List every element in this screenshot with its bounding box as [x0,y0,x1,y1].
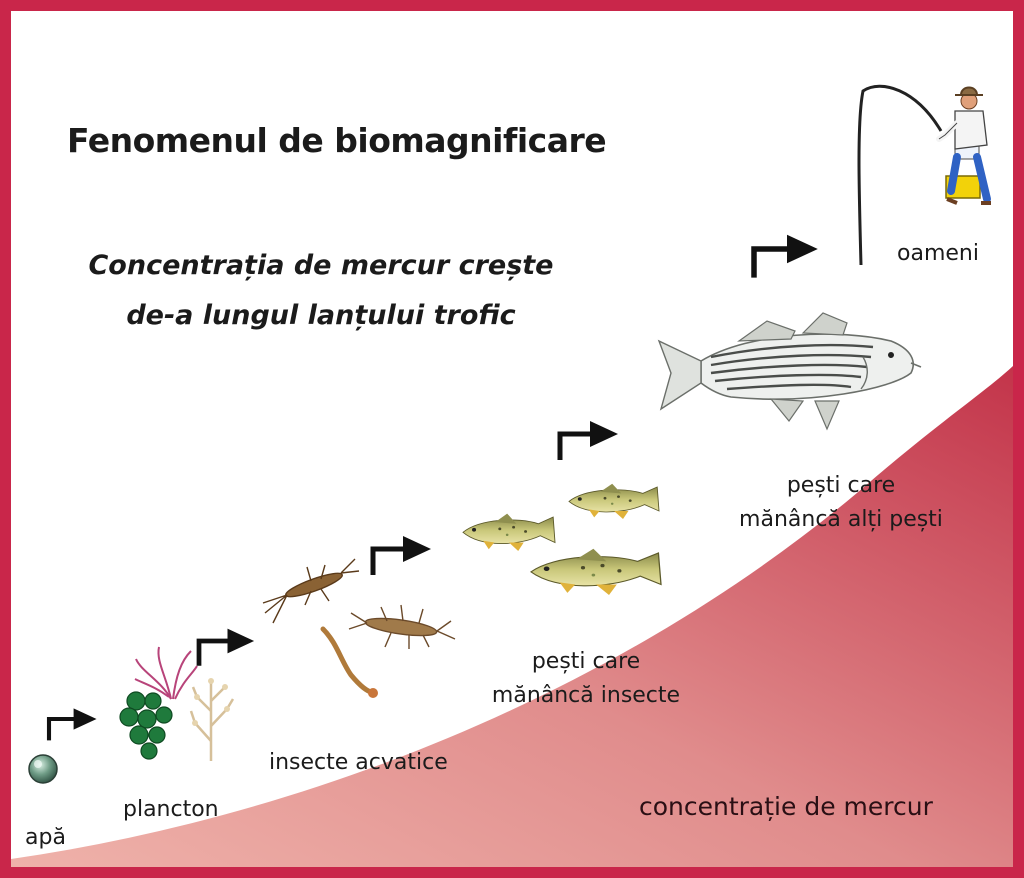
aquatic-insects-icon [262,558,456,698]
larva-icon [320,626,378,698]
large-fish-icon [657,312,922,431]
subtitle-line-2: de-a lungul lanțului trofic [126,300,516,331]
stonefly-nymph-icon [348,604,456,649]
stage-label-line: pești care [531,649,641,674]
stage-label-humans: oameni [897,241,979,266]
arrow-icon [373,536,431,575]
arrow-icon [49,708,97,740]
diagram-title: Fenomenul de biomagnificare [67,121,607,160]
stage-label-insect-eating-fish: pești care mănâncă insecte [481,645,691,713]
subtitle-line-1: Concentrația de mercur crește [88,250,554,281]
small-fish-icon [462,483,662,596]
stage-label-aquatic-insects: insecte acvatice [269,750,448,775]
arrow-icon [199,629,254,666]
diagram-subtitle: Concentrația de mercur crește de-a lungu… [71,241,571,341]
mercury-concentration-label: concentrație de mercur [639,792,933,821]
stage-label-line: mănâncă insecte [491,683,681,708]
stage-label-fish-eating-fish: pești care mănâncă alți pești [726,469,956,537]
plankton-icon [119,646,235,761]
mayfly-nymph-icon [262,558,360,624]
arrow-icon [560,421,618,460]
fisherman-icon [857,84,991,266]
water-droplet-icon [28,754,58,784]
stage-label-water: apă [25,825,66,850]
diagram-artwork [11,84,1013,867]
stage-label-line: mănâncă alți pești [739,507,943,532]
arrow-icon [754,235,818,278]
stage-label-line: pești care [786,473,896,498]
stage-label-plankton: plancton [123,797,219,822]
mercury-concentration-wedge [11,366,1013,867]
